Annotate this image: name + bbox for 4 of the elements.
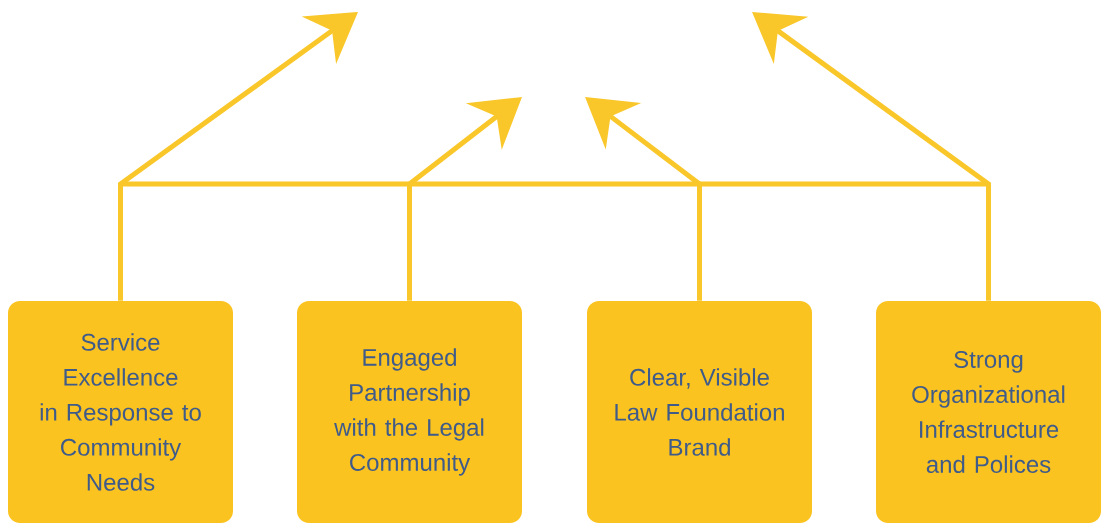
text-box: Clear, Visible Law Foundation Brand <box>587 301 812 523</box>
text-box: Service Excellence in Response to Community Needs <box>8 301 233 523</box>
text-box: Engaged Partnership with the Legal Community <box>297 301 522 523</box>
text-box: Strong Organizational Infrastructure and Polices <box>876 301 1101 523</box>
